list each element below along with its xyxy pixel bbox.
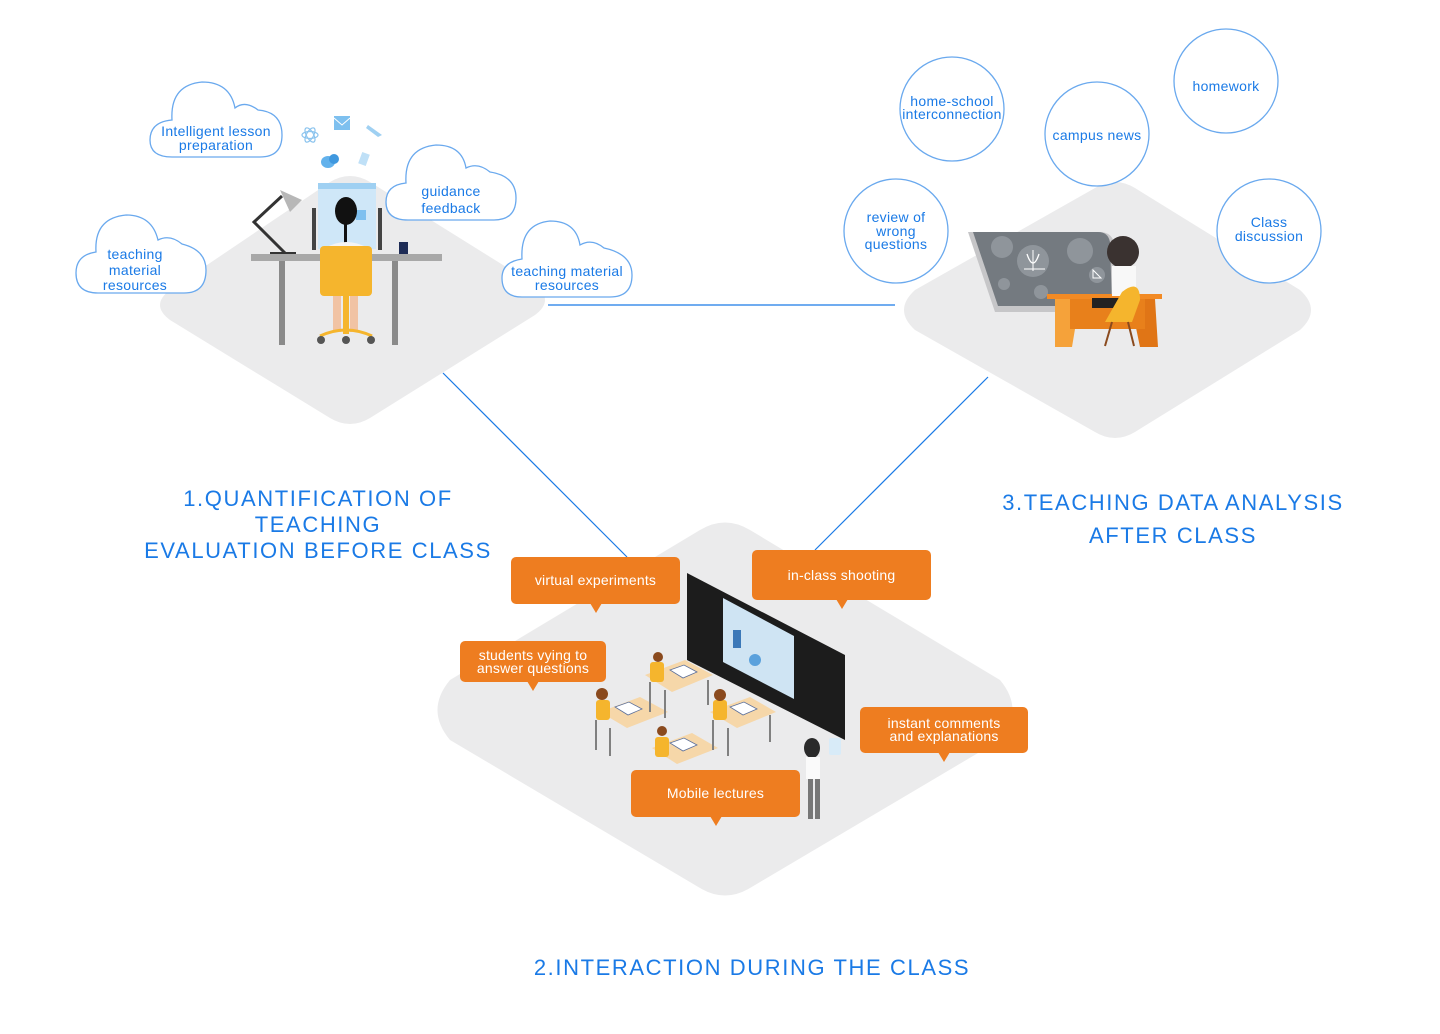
document-icon	[358, 151, 370, 167]
student-study-illustration	[968, 232, 1162, 347]
label-line: teaching material	[511, 263, 623, 279]
circle-label-review-wrong: review of wrong questions	[844, 209, 948, 252]
bubble-text: virtual experiments	[534, 572, 657, 588]
bubble-in-class-shooting: in-class shooting	[752, 550, 931, 609]
label-line: wrong	[876, 222, 916, 239]
chat-icon	[321, 154, 339, 168]
circle-label-homework: homework	[1174, 79, 1278, 93]
circle-homework	[1173, 28, 1279, 134]
bubble-text: Mobile lectures	[666, 785, 765, 801]
title-line: AFTER CLASS	[1089, 523, 1257, 548]
bubble-instant-comments: instant comments and explanations	[860, 707, 1028, 762]
stage2-title: 2.INTERACTION DURING THE CLASS	[502, 955, 1002, 981]
label-line: resources	[534, 277, 600, 293]
label-line: Intelligent lesson	[161, 123, 271, 139]
bubble-mobile-lectures: Mobile lectures	[631, 770, 800, 826]
cloud-label-teaching-material-left: teaching material resources	[70, 246, 200, 294]
stage1-title: 1.QUANTIFICATION OF TEACHING EVALUATION …	[118, 486, 518, 564]
label-line: homework	[1192, 78, 1260, 94]
bubble-text: instant comments	[887, 715, 1001, 731]
cloud-guidance-feedback	[385, 144, 517, 221]
label-line: teaching	[107, 246, 163, 262]
label-line: material	[108, 261, 162, 278]
label-line: preparation	[178, 137, 254, 153]
title-line: 2.INTERACTION DURING THE CLASS	[533, 955, 971, 980]
bubble-text: and explanations	[889, 728, 999, 744]
label-line: resources	[102, 277, 168, 293]
connector-stage3-stage2	[814, 376, 989, 551]
bubble-text: students vying to	[478, 646, 588, 663]
bar-chart-icon	[1067, 238, 1093, 264]
label-line: discussion	[1234, 228, 1304, 244]
circle-class-discussion	[1216, 178, 1322, 284]
circle-campus-news	[1044, 81, 1150, 187]
title-line: EVALUATION BEFORE CLASS	[144, 538, 492, 563]
circle-label-class-discussion: Class discussion	[1217, 215, 1321, 243]
cloud-label-teaching-material-right: teaching material resources	[502, 264, 632, 292]
connector-stage1-stage2	[442, 372, 628, 558]
label-line: guidance	[421, 183, 481, 199]
cloud-intelligent-lesson	[149, 81, 283, 158]
label-line: review of	[866, 209, 926, 225]
title-line: 1.QUANTIFICATION OF TEACHING	[183, 486, 453, 537]
triangle-icon	[1089, 267, 1105, 283]
book-icon	[366, 125, 382, 137]
cloud-label-intelligent-lesson: Intelligent lesson preparation	[150, 124, 282, 152]
label-line: questions	[864, 236, 928, 252]
label-line: feedback	[421, 200, 481, 216]
title-line: 3.TEACHING DATA ANALYSIS	[1002, 490, 1344, 515]
label-line: campus news	[1052, 127, 1142, 143]
bubble-students-vying: students vying to answer questions	[460, 641, 606, 691]
math-expression-icon	[998, 278, 1010, 290]
smart-board-screen	[723, 598, 794, 699]
teacher-desk-illustration	[251, 116, 442, 345]
circle-label-campus-news: campus news	[1045, 128, 1149, 142]
cloud-teaching-material-right	[501, 220, 633, 298]
cloud-label-guidance-feedback: guidance feedback	[386, 183, 516, 217]
circle-review-wrong	[843, 178, 949, 284]
label-line: interconnection	[902, 106, 1002, 122]
label-line: Class	[1250, 214, 1288, 230]
label-line: home-school	[910, 93, 994, 109]
tablet-icon	[829, 738, 841, 755]
bubble-virtual-experiments: virtual experiments	[511, 557, 680, 613]
fraction-icon	[1034, 285, 1048, 299]
circle-label-home-school: home-school interconnection	[900, 93, 1004, 122]
stage3-title: 3.TEACHING DATA ANALYSIS AFTER CLASS	[973, 486, 1373, 552]
bubble-text: in-class shooting	[787, 566, 896, 583]
atom-icon	[301, 127, 319, 143]
cloud-teaching-material-left	[75, 214, 207, 294]
bubble-text: answer questions	[476, 659, 590, 676]
envelope-icon	[333, 116, 351, 130]
circle-home-school	[899, 56, 1005, 162]
classroom-illustration	[595, 573, 845, 819]
cube-icon	[991, 236, 1013, 258]
